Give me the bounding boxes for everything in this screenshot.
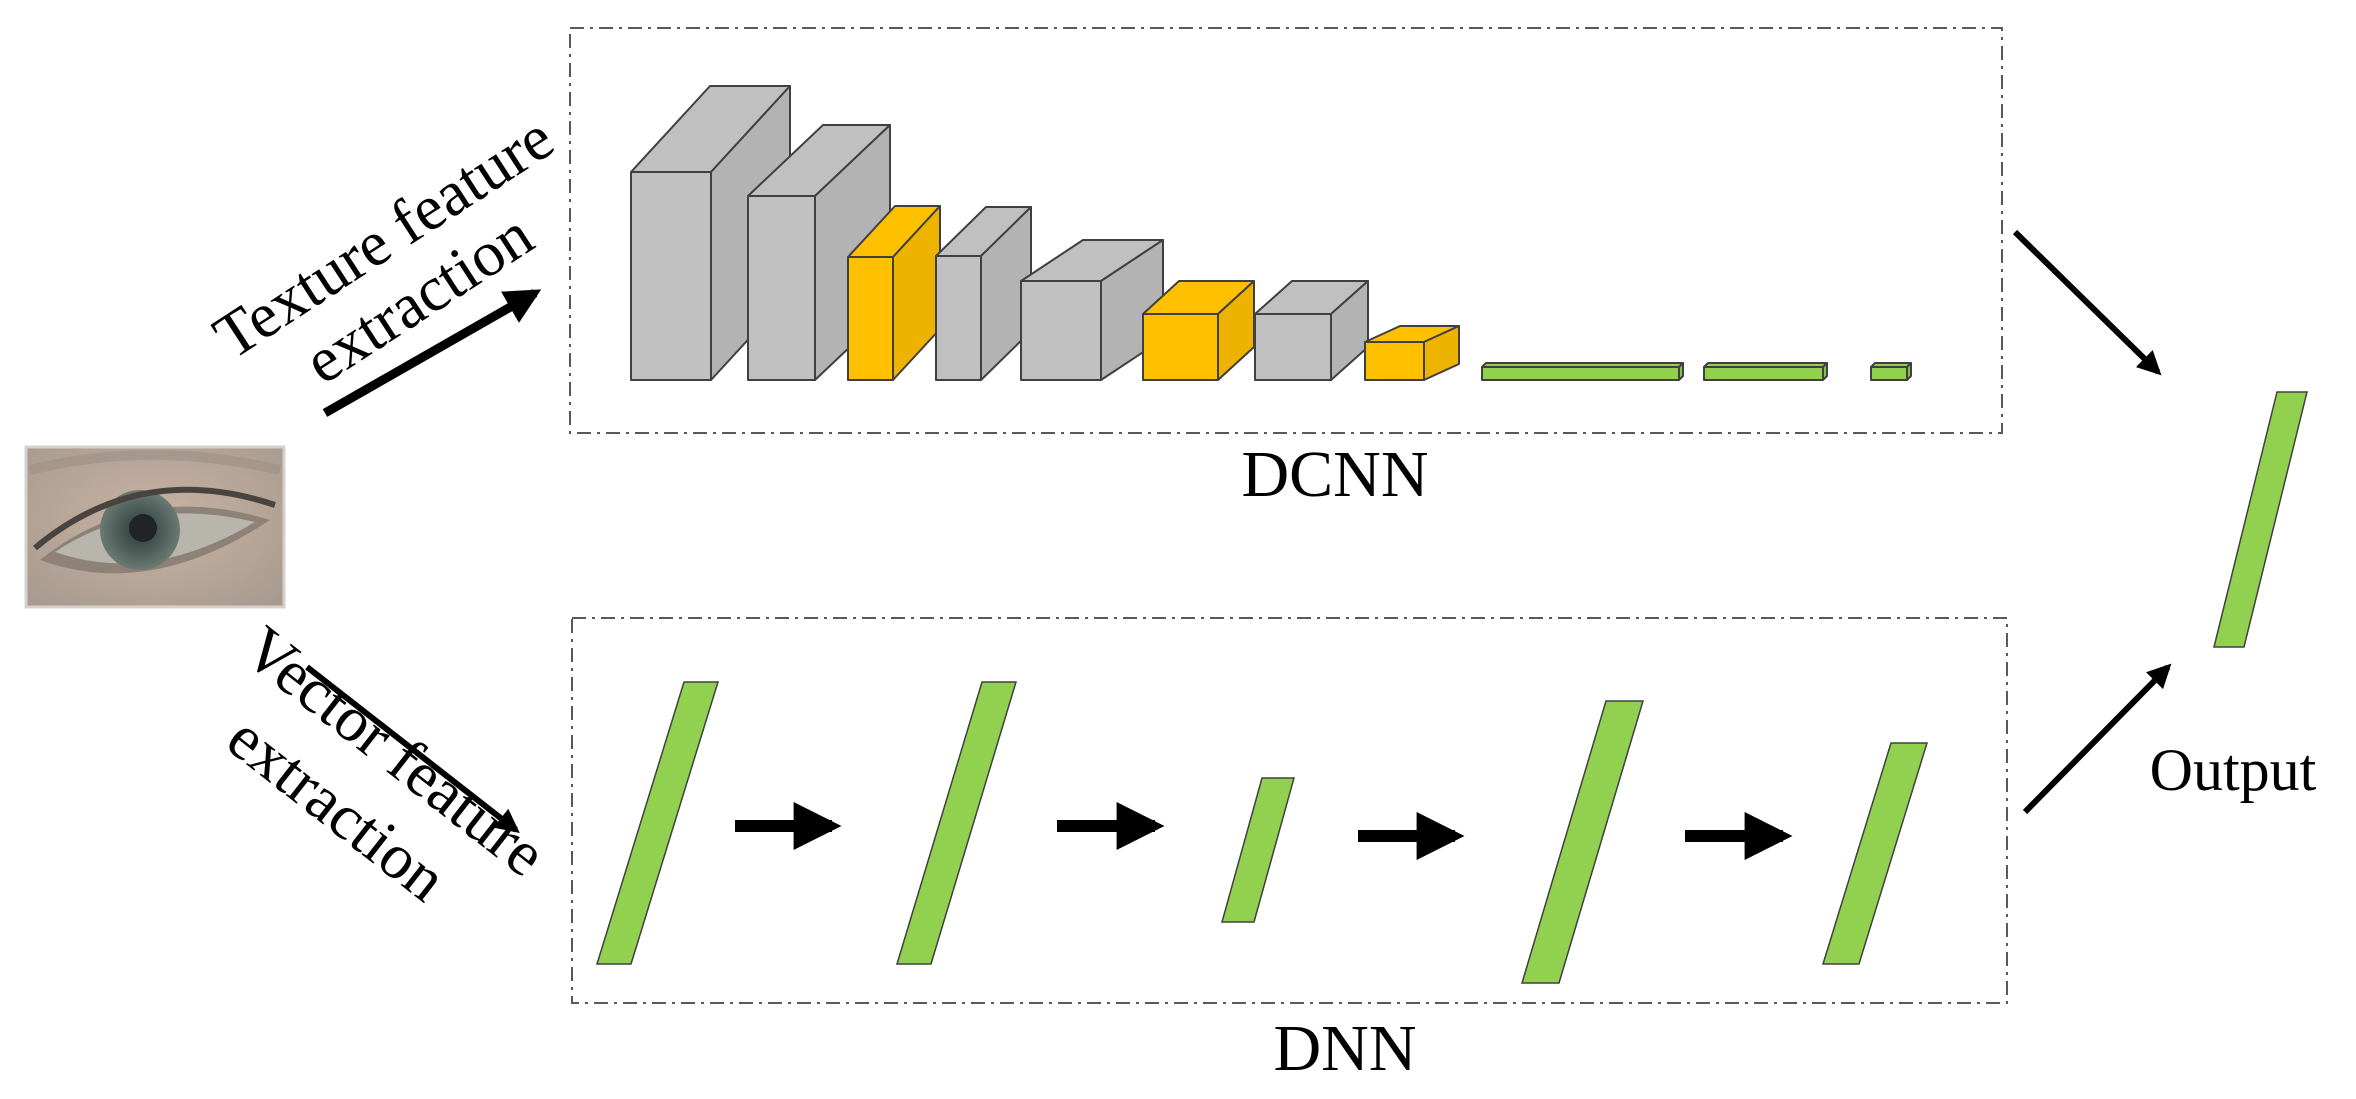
block-front-face xyxy=(1020,280,1102,381)
texture-branch-arrow xyxy=(322,289,542,417)
output-layer xyxy=(2213,391,2308,648)
dnn-layers xyxy=(595,681,1929,984)
block-front-face xyxy=(1703,366,1824,381)
dcnn-layer-blocks xyxy=(630,85,1912,381)
dcnn-block-7 xyxy=(1254,280,1369,381)
dnn-layer-5 xyxy=(1821,742,1929,965)
block-front-face xyxy=(1254,313,1332,381)
block-front-face xyxy=(1481,366,1680,381)
block-front-face xyxy=(1870,366,1908,381)
dcnn-frame xyxy=(569,27,2003,434)
block-front-face xyxy=(747,195,816,381)
dnn-arrows xyxy=(735,802,1793,860)
dcnn-label: DCNN xyxy=(1241,438,1428,511)
dcnn-block-5 xyxy=(1020,239,1164,381)
block-front-face xyxy=(935,255,982,381)
output-label: Output xyxy=(2150,737,2317,803)
input-eye-image xyxy=(24,445,286,609)
dnn-frame xyxy=(571,617,2008,1004)
dcnn-block-4 xyxy=(935,206,1032,381)
dnn-layer-1 xyxy=(595,681,720,965)
dnn-label: DNN xyxy=(1274,1012,1417,1085)
dcnn-to-output-arrow xyxy=(2012,229,2162,376)
block-front-face xyxy=(1364,341,1425,381)
dcnn-block-3 xyxy=(847,205,941,381)
block-front-face xyxy=(1142,313,1219,381)
dcnn-block-10 xyxy=(1703,362,1828,381)
block-front-face xyxy=(630,171,712,381)
dcnn-block-8 xyxy=(1364,325,1460,381)
dcnn-block-6 xyxy=(1142,280,1255,381)
dnn-layer-3 xyxy=(1221,777,1295,923)
dnn-to-output-arrow xyxy=(2022,663,2172,815)
dcnn-block-11 xyxy=(1870,362,1912,381)
vector-branch-arrow xyxy=(305,664,520,833)
dcnn-block-9 xyxy=(1481,362,1684,381)
dnn-layer-4 xyxy=(1520,700,1645,984)
dnn-layer-2 xyxy=(895,681,1018,965)
block-front-face xyxy=(847,256,894,381)
